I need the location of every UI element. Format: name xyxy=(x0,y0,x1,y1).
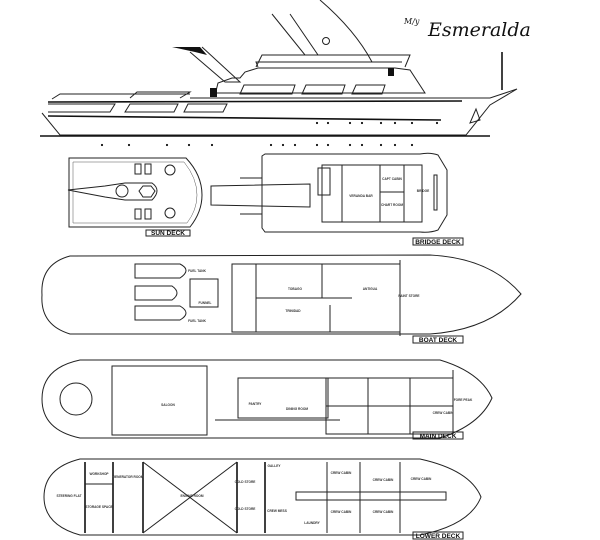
title-name: Esmeralda xyxy=(427,19,531,41)
boat-deck-plan: FUEL TANK FUNNEL FUEL TANK TOBAGO TRINID… xyxy=(41,254,522,344)
room-dining-room: DINING ROOM xyxy=(286,407,308,411)
room-paint-store: PAINT STORE xyxy=(398,294,419,298)
lower-deck-plan: STEERING FLAT WORKSHOP STORAGE SPACE GEN… xyxy=(43,458,482,540)
room-crew-cabin: CREW CABIN xyxy=(373,510,394,514)
room-cold-store: COLD STORE xyxy=(235,480,256,484)
room-crew-cabin: CREW CABIN xyxy=(433,411,454,415)
room-crew-cabin: CREW CABIN xyxy=(331,510,352,514)
room-crew-mess: CREW MESS xyxy=(267,509,287,513)
room-workshop: WORKSHOP xyxy=(89,472,109,476)
yacht-title: M/y Esmeralda xyxy=(403,17,531,41)
bridge-deck-plan: VERANDA BAR BRIDGE CAPT CABIN CHART ROOM… xyxy=(210,152,464,246)
room-crew-cabin: CREW CABIN xyxy=(331,471,352,475)
title-prefix: M/y xyxy=(403,17,420,26)
room-tobago: TOBAGO xyxy=(288,287,302,291)
room-chart-room: CHART ROOM xyxy=(381,203,403,207)
room-trinidad: TRINIDAD xyxy=(285,309,301,313)
room-funnel: FUNNEL xyxy=(199,301,212,305)
room-fore-peak: FORE PEAK xyxy=(454,398,473,402)
room-veranda-bar: VERANDA BAR xyxy=(349,194,373,198)
room-generator-room: GENERATOR ROOM xyxy=(113,475,144,479)
side-profile xyxy=(40,0,518,147)
room-engine-room: ENGINE ROOM xyxy=(180,494,203,498)
portholes xyxy=(100,121,439,147)
room-antigua: ANTIGUA xyxy=(363,287,378,291)
room-crew-cabin: CREW CABIN xyxy=(411,477,432,481)
bridge-deck-label: BRIDGE DECK xyxy=(415,239,461,246)
main-deck-label: MAIN DECK xyxy=(420,433,457,440)
room-bridge: BRIDGE xyxy=(417,189,429,193)
room-crew-cabin: CREW CABIN xyxy=(373,478,394,482)
room-steering-flat: STEERING FLAT xyxy=(56,494,81,498)
room-pantry: PANTRY xyxy=(249,402,263,406)
room-laundry: LAUNDRY xyxy=(304,521,320,525)
main-deck-plan: SALOON DINING ROOM PANTRY CREW CABIN FOR… xyxy=(41,359,493,440)
sun-deck-label: SUN DECK xyxy=(151,230,185,237)
lower-deck-label: LOWER DECK xyxy=(416,533,461,540)
boat-deck-label: BOAT DECK xyxy=(419,337,457,344)
sun-deck-plan: SUN DECK xyxy=(67,157,203,237)
room-fuel-tank: FUEL TANK xyxy=(188,269,206,273)
room-capt-cabin: CAPT CABIN xyxy=(382,177,402,181)
room-storage-space: STORAGE SPACE xyxy=(85,505,112,509)
room-galley: GALLEY xyxy=(268,464,282,468)
room-cold-store: COLD STORE xyxy=(235,507,256,511)
room-fuel-tank: FUEL TANK xyxy=(188,319,206,323)
room-saloon: SALOON xyxy=(161,403,175,407)
